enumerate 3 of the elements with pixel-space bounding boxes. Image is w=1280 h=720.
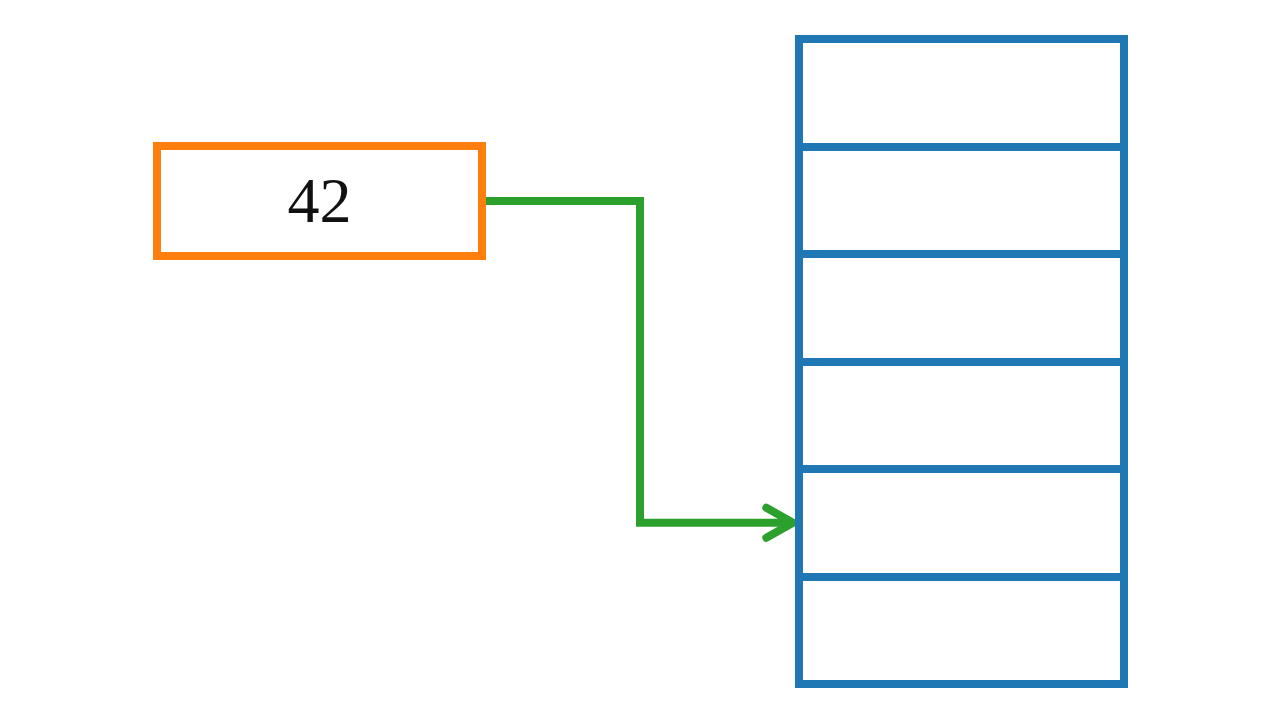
value-text: 42 (287, 169, 352, 233)
arrow (486, 197, 797, 542)
value-box (153, 142, 486, 260)
